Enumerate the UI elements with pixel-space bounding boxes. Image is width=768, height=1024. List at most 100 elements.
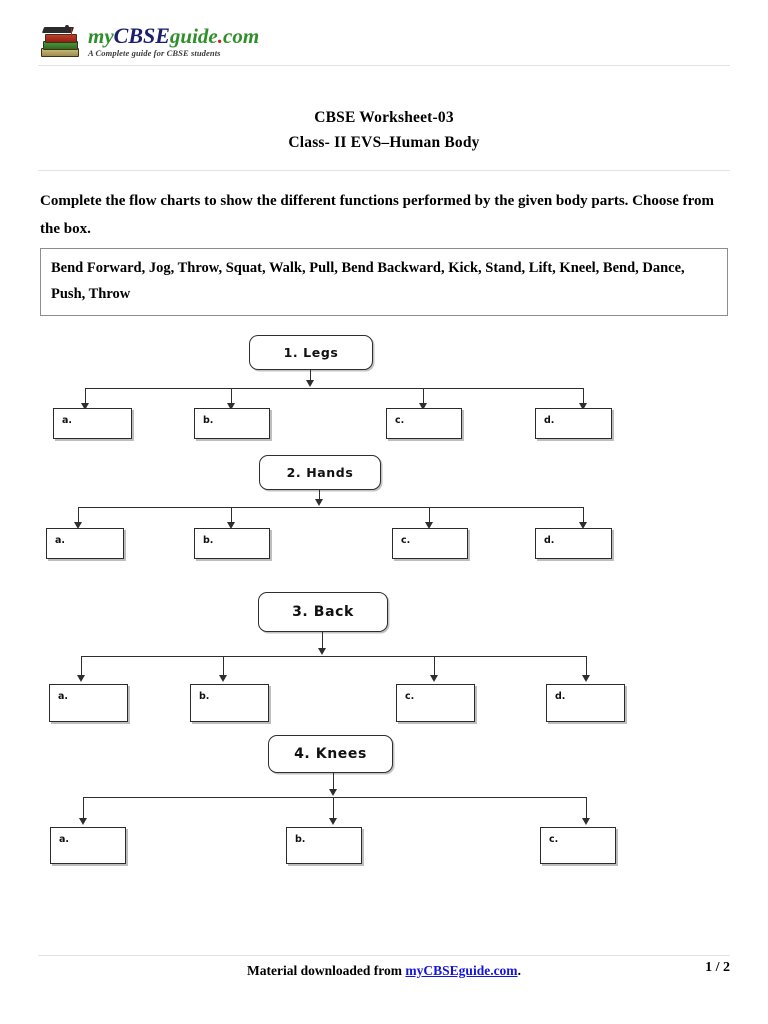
flowchart-knees-heading: 4. Knees	[268, 735, 393, 773]
footer-credit: Material downloaded from myCBSEguide.com…	[0, 963, 768, 979]
book-top-icon	[45, 34, 77, 43]
answer-box[interactable]: c.	[386, 408, 462, 439]
connector-drop-a	[85, 388, 87, 406]
connector-drop-a	[78, 507, 80, 525]
connector-arrow	[318, 648, 326, 655]
connector-arrow-b	[329, 818, 337, 825]
connector-drop-b	[231, 507, 233, 525]
connector-arrow-b	[227, 522, 235, 529]
footer-link[interactable]: myCBSEguide.com	[405, 963, 518, 978]
connector-arrow-a	[74, 522, 82, 529]
connector-stem	[333, 773, 335, 791]
connector-drop-c	[586, 797, 588, 821]
word-bank-box: Bend Forward, Jog, Throw, Squat, Walk, P…	[40, 248, 728, 316]
brand-my: my	[88, 24, 114, 49]
connector-arrow-d	[582, 675, 590, 682]
connector-arrow	[315, 499, 323, 506]
answer-label: c.	[401, 535, 411, 546]
connector-drop-b	[333, 797, 335, 821]
connector-drop-b	[223, 656, 225, 678]
answer-box[interactable]: a.	[49, 684, 128, 722]
connector-arrow-a	[77, 675, 85, 682]
connector-arrow-a	[79, 818, 87, 825]
answer-box[interactable]: a.	[53, 408, 132, 439]
answer-box[interactable]: c.	[396, 684, 475, 722]
answer-box[interactable]: d.	[535, 408, 612, 439]
answer-label: a.	[59, 834, 70, 845]
books-graduation-cap-icon	[38, 24, 82, 58]
brand-guide: guide	[169, 24, 218, 49]
flowchart-legs-heading: 1. Legs	[249, 335, 373, 370]
answer-label: b.	[295, 834, 306, 845]
page-subtitle: Class- II EVS–Human Body	[288, 134, 480, 151]
brand-com: com	[223, 24, 260, 49]
connector-stem	[322, 632, 324, 650]
answer-label: b.	[199, 691, 210, 702]
brand-cbse: CBSE	[113, 23, 170, 49]
connector-arrow-d	[579, 522, 587, 529]
answer-box[interactable]: c.	[540, 827, 616, 864]
answer-label: c.	[395, 415, 405, 426]
connector-drop-b	[231, 388, 233, 406]
connector-arrow-c	[419, 403, 427, 410]
answer-label: b.	[203, 535, 214, 546]
brand-name: myCBSEguide.com	[88, 24, 259, 47]
connector-drop-c	[434, 656, 436, 678]
connector-drop-a	[83, 797, 85, 821]
brand-tagline: A Complete guide for CBSE students	[88, 47, 221, 58]
connector-drop-a	[81, 656, 83, 678]
connector-drop-c	[429, 507, 431, 525]
title-divider	[38, 170, 730, 171]
footer-suffix: .	[517, 963, 521, 978]
graduation-cap-tassel-icon	[71, 28, 72, 37]
connector-arrow-b	[219, 675, 227, 682]
connector-arrow-c	[582, 818, 590, 825]
answer-box[interactable]: d.	[535, 528, 612, 559]
answer-label: d.	[544, 535, 555, 546]
answer-box[interactable]: d.	[546, 684, 625, 722]
answer-label: c.	[549, 834, 559, 845]
answer-box[interactable]: b.	[194, 408, 270, 439]
connector-arrow	[306, 380, 314, 387]
page-title: CBSE Worksheet-03	[314, 109, 454, 126]
connector-drop-d	[586, 656, 588, 678]
answer-label: a.	[58, 691, 69, 702]
answer-label: d.	[544, 415, 555, 426]
connector-bus	[81, 656, 586, 658]
connector-stem	[319, 490, 321, 502]
answer-box[interactable]: b.	[190, 684, 269, 722]
connector-drop-d	[583, 507, 585, 525]
answer-box[interactable]: a.	[46, 528, 124, 559]
graduation-cap-icon	[41, 27, 75, 33]
connector-stem	[310, 370, 312, 382]
connector-arrow-c	[430, 675, 438, 682]
answer-box[interactable]: c.	[392, 528, 468, 559]
answer-box[interactable]: b.	[286, 827, 362, 864]
answer-label: c.	[405, 691, 415, 702]
answer-box[interactable]: b.	[194, 528, 270, 559]
logo-wordmark[interactable]: myCBSEguide.com A Complete guide for CBS…	[88, 24, 259, 57]
answer-label: b.	[203, 415, 214, 426]
connector-bus	[83, 797, 586, 799]
answer-label: a.	[62, 415, 73, 426]
instruction-text: Complete the flow charts to show the dif…	[40, 193, 714, 237]
connector-bus	[85, 388, 583, 390]
graduation-cap-knob-icon	[65, 25, 69, 29]
answer-box[interactable]: a.	[50, 827, 126, 864]
header-divider	[38, 65, 730, 66]
footer-divider	[38, 955, 730, 956]
site-header: myCBSEguide.com A Complete guide for CBS…	[38, 20, 730, 62]
connector-drop-c	[423, 388, 425, 406]
connector-arrow-d	[579, 403, 587, 410]
connector-drop-d	[583, 388, 585, 406]
connector-arrow-a	[81, 403, 89, 410]
connector-arrow-b	[227, 403, 235, 410]
footer-prefix: Material downloaded from	[247, 963, 406, 978]
answer-label: d.	[555, 691, 566, 702]
flowchart-hands-heading: 2. Hands	[259, 455, 381, 490]
connector-arrow-c	[425, 522, 433, 529]
page-number: 1 / 2	[705, 960, 730, 975]
brand-dot: .	[217, 24, 224, 49]
answer-label: a.	[55, 535, 66, 546]
